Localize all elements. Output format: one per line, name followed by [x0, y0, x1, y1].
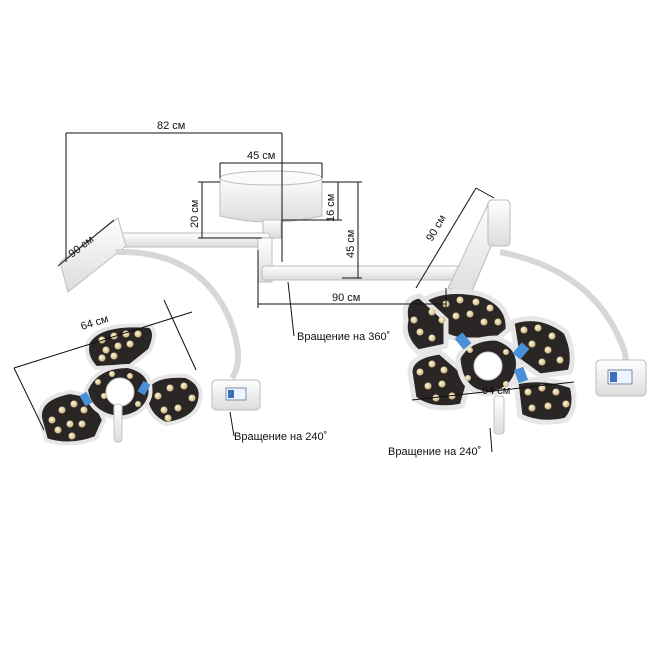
dim-hub-mount: 16 см — [325, 194, 337, 222]
dim-right-drop: 45 см — [345, 230, 357, 258]
dim-hub-height: 20 см — [189, 200, 201, 228]
dim-hub-width: 45 см — [247, 150, 275, 162]
right-lamp-head — [402, 289, 577, 435]
right-control-box — [595, 359, 647, 397]
rotation-left-label: Вращение на 240˚ — [234, 431, 327, 443]
right-arm — [257, 199, 629, 372]
ceiling-hub — [219, 170, 323, 239]
rotation-center-label: Вращение на 360˚ — [297, 331, 390, 343]
rotation-right-label: Вращение на 240˚ — [388, 446, 481, 458]
dim-arm-length: 82 см — [157, 120, 185, 132]
dimension-lines — [13, 132, 575, 453]
dim-right-head: 64 см — [482, 385, 510, 397]
left-control-box — [211, 379, 261, 411]
dim-right-arm: 90 см — [332, 292, 360, 304]
left-lamp-head — [37, 323, 203, 446]
